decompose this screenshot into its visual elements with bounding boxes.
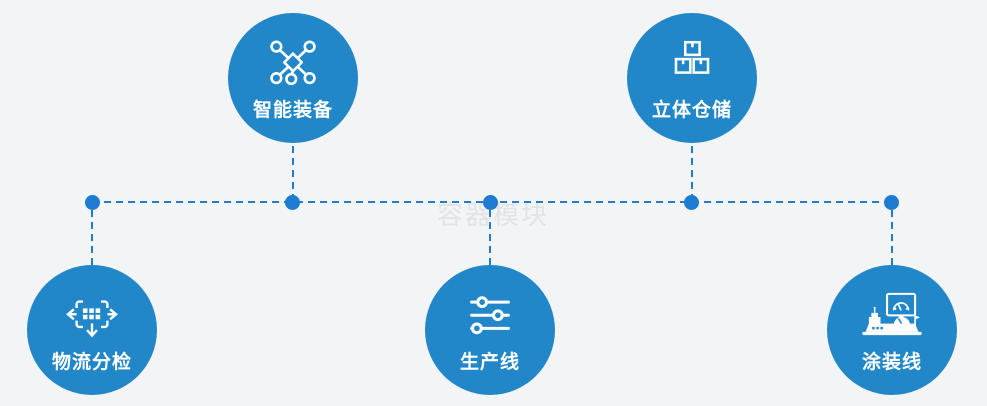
junction-dot — [285, 195, 300, 210]
node-production-line: 生产线 — [425, 265, 555, 395]
sort-distribute-icon — [63, 288, 121, 346]
stacked-boxes-icon — [665, 36, 719, 94]
junction-dot — [483, 195, 498, 210]
junction-dot — [684, 195, 699, 210]
node-logistics-sorting: 物流分检 — [27, 265, 157, 395]
connector-vertical-storage — [691, 146, 693, 196]
node-label: 物流分检 — [51, 352, 132, 373]
node-label: 智能装备 — [252, 100, 333, 121]
network-nodes-icon — [265, 36, 321, 94]
connector-vertical-sorting — [91, 210, 93, 265]
node-vertical-storage: 立体仓储 — [627, 13, 757, 143]
node-label: 涂装线 — [861, 352, 922, 373]
node-label: 生产线 — [459, 352, 520, 373]
control-console-icon — [859, 288, 925, 346]
connector-vertical-production — [489, 210, 491, 265]
node-intelligent-equipment: 智能装备 — [228, 13, 358, 143]
connector-vertical-painting — [891, 210, 893, 265]
junction-dot — [85, 195, 100, 210]
junction-dot — [884, 195, 899, 210]
node-label: 立体仓储 — [651, 100, 732, 121]
node-painting-line: 涂装线 — [827, 265, 957, 395]
connector-vertical-equipment — [292, 146, 294, 196]
sliders-icon — [462, 288, 518, 346]
